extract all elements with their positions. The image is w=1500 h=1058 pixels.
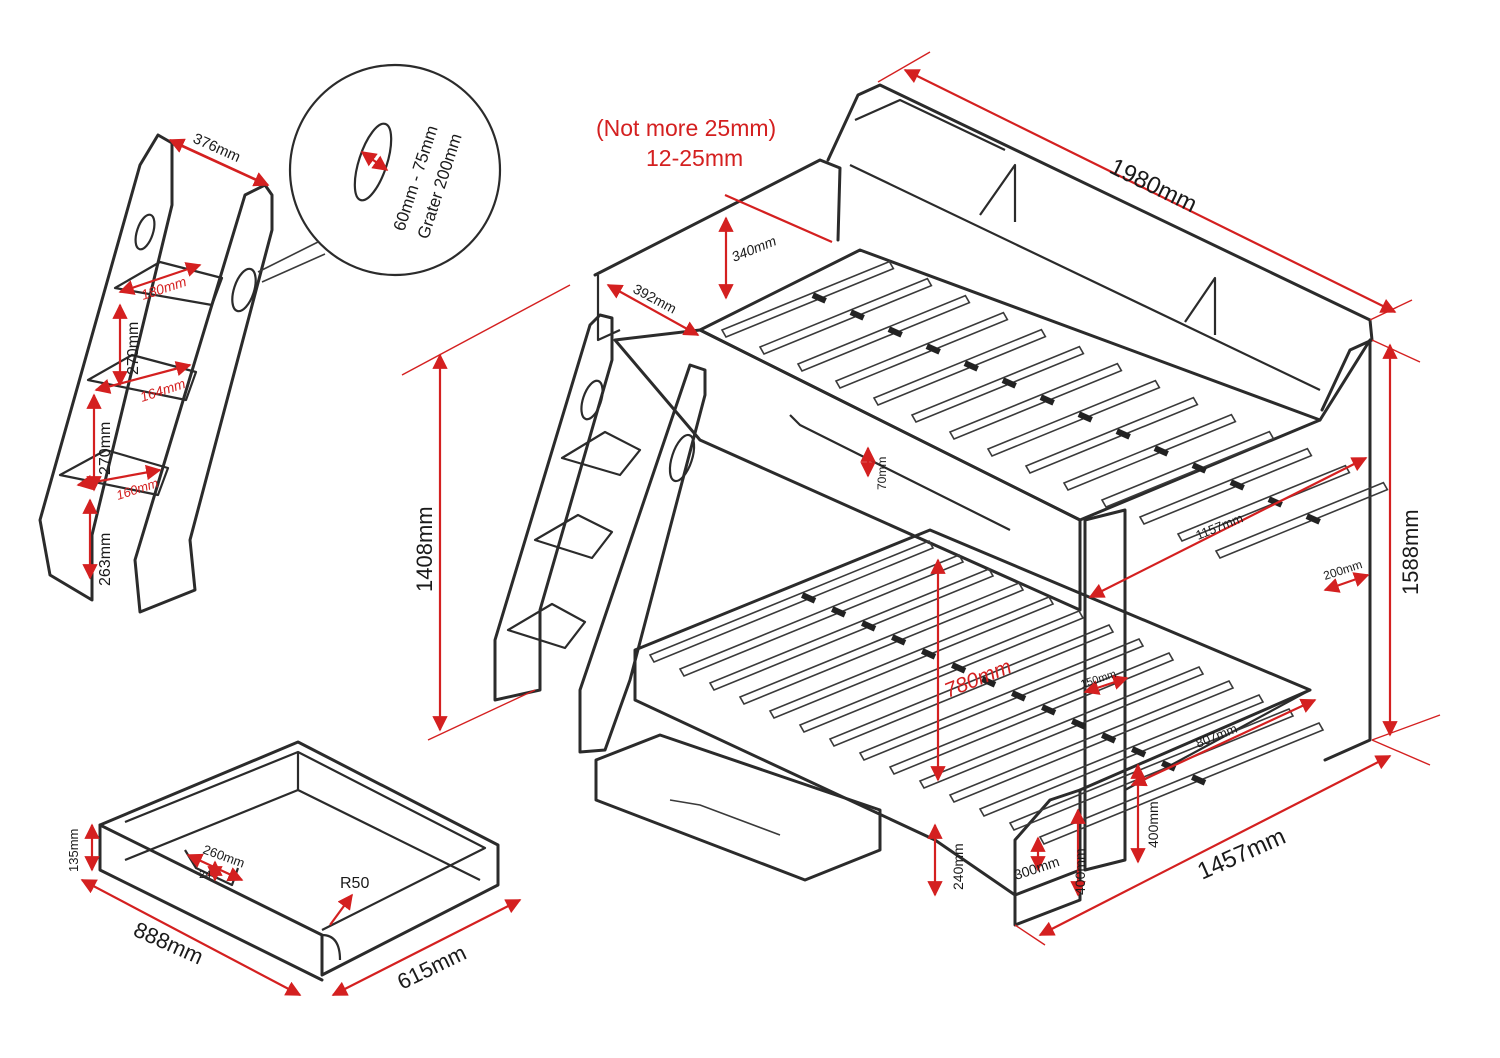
end-height-label: 400mm <box>1072 848 1088 895</box>
drawer-drawing <box>98 740 500 982</box>
upper-deck-slat <box>910 345 1085 424</box>
upper-deck-slat <box>1024 396 1199 475</box>
guard-opening-label: 70mm <box>875 457 889 490</box>
ladder-rail-front <box>133 183 274 614</box>
drawer-handle-width-label: 260mm <box>201 842 247 871</box>
ladder-rail-back <box>38 133 174 602</box>
lower-height-label: 400mm <box>1145 801 1161 848</box>
trundle-height-label: 240mm <box>950 843 966 890</box>
lower-deck-slat-bracket <box>981 676 997 688</box>
dimension-lines <box>76 51 1441 996</box>
bed-ladder-rail-back <box>493 313 614 702</box>
lower-deck-slat <box>798 609 1085 734</box>
lower-deck-slat-bracket <box>831 606 847 618</box>
bed-trundle-drawer <box>594 733 882 882</box>
lower-deck-slat <box>648 539 935 664</box>
hole-detail <box>257 63 502 283</box>
lower-deck-slat-bracket <box>951 662 967 674</box>
upper-height-label: 1408mm <box>412 506 437 592</box>
upper-deck-slat-bracket <box>849 309 865 321</box>
ladder-hole-back <box>134 213 156 251</box>
upper-deck-slat-bracket <box>1077 411 1093 423</box>
lower-deck-slat-bracket <box>1101 732 1117 744</box>
bed-headboard <box>826 83 1374 412</box>
drawer-handle-depth-label: 24 <box>199 869 211 881</box>
lower-deck-slat-bracket <box>861 620 877 632</box>
drawer-width-label: 615mm <box>393 940 470 995</box>
ladder-hole-front <box>231 267 257 313</box>
upper-deck-slat-bracket <box>1115 428 1131 440</box>
lower-deck-slat <box>858 637 1145 762</box>
lower-deck-slat-bracket <box>801 592 817 604</box>
ladder-tread-2-label: 164mm <box>138 375 188 405</box>
upper-deck-slat <box>872 328 1047 407</box>
upper-deck-slat <box>720 260 895 339</box>
lower-deck-slat-bracket <box>1071 718 1087 730</box>
hole-icon <box>353 122 393 202</box>
upper-deck-slat <box>948 362 1123 441</box>
upper-deck-slat-bracket <box>1001 377 1017 389</box>
lower-deck-slat <box>738 581 1025 706</box>
bed-drawing <box>493 83 1374 927</box>
upper-guard-label: 340mm <box>729 232 779 264</box>
upper-deck-slat <box>1100 430 1275 509</box>
hole-detail-circle <box>288 63 502 277</box>
lower-deck-slat-bracket <box>1011 690 1027 702</box>
bed-back-panel <box>593 158 842 277</box>
end-panel-label: 300mm <box>1012 853 1061 883</box>
upper-deck-slat <box>834 311 1009 390</box>
upper-deck-slat-bracket <box>925 343 941 355</box>
upper-deck-slat-bracket <box>1039 394 1055 406</box>
upper-deck-slat <box>986 379 1161 458</box>
ladder-rise-1-label: 270mm <box>125 322 142 375</box>
lower-deck-slat-bracket <box>891 634 907 646</box>
upper-deck-slat-bracket <box>963 360 979 372</box>
lower-deck-slat-bracket <box>1041 704 1057 716</box>
upper-deck-slat-bracket <box>887 326 903 338</box>
bed-length-label: 1980mm <box>1105 153 1201 218</box>
lower-deck-slat <box>708 567 995 692</box>
drawer-height-label: 135mm <box>66 829 81 872</box>
total-height-label: 1588mm <box>1398 509 1423 595</box>
lower-deck-slat <box>918 665 1205 790</box>
mattress-limit-note: (Not more 25mm) <box>596 115 776 141</box>
ladder-bottom-rise-label: 263mm <box>97 533 114 586</box>
mattress-range-note: 12-25mm <box>646 145 743 171</box>
upper-deck-slat <box>1062 413 1237 492</box>
upper-deck-slat-bracket <box>811 292 827 304</box>
upper-deck-slat <box>758 277 933 356</box>
ladder-rise-2-label: 270mm <box>97 422 114 475</box>
upper-width-label: 1157mm <box>1194 510 1246 542</box>
lower-deck-slat <box>888 651 1175 776</box>
upper-deck-slat <box>796 294 971 373</box>
lower-deck-slat <box>768 595 1055 720</box>
bed-ladder-rail-front <box>578 363 707 754</box>
upper-deck-slat-bracket <box>1153 445 1169 457</box>
bed-slats <box>648 260 1389 846</box>
lower-deck-slat <box>678 553 965 678</box>
drawer-radius-label: R50 <box>340 875 369 892</box>
lower-deck-slat <box>828 623 1115 748</box>
